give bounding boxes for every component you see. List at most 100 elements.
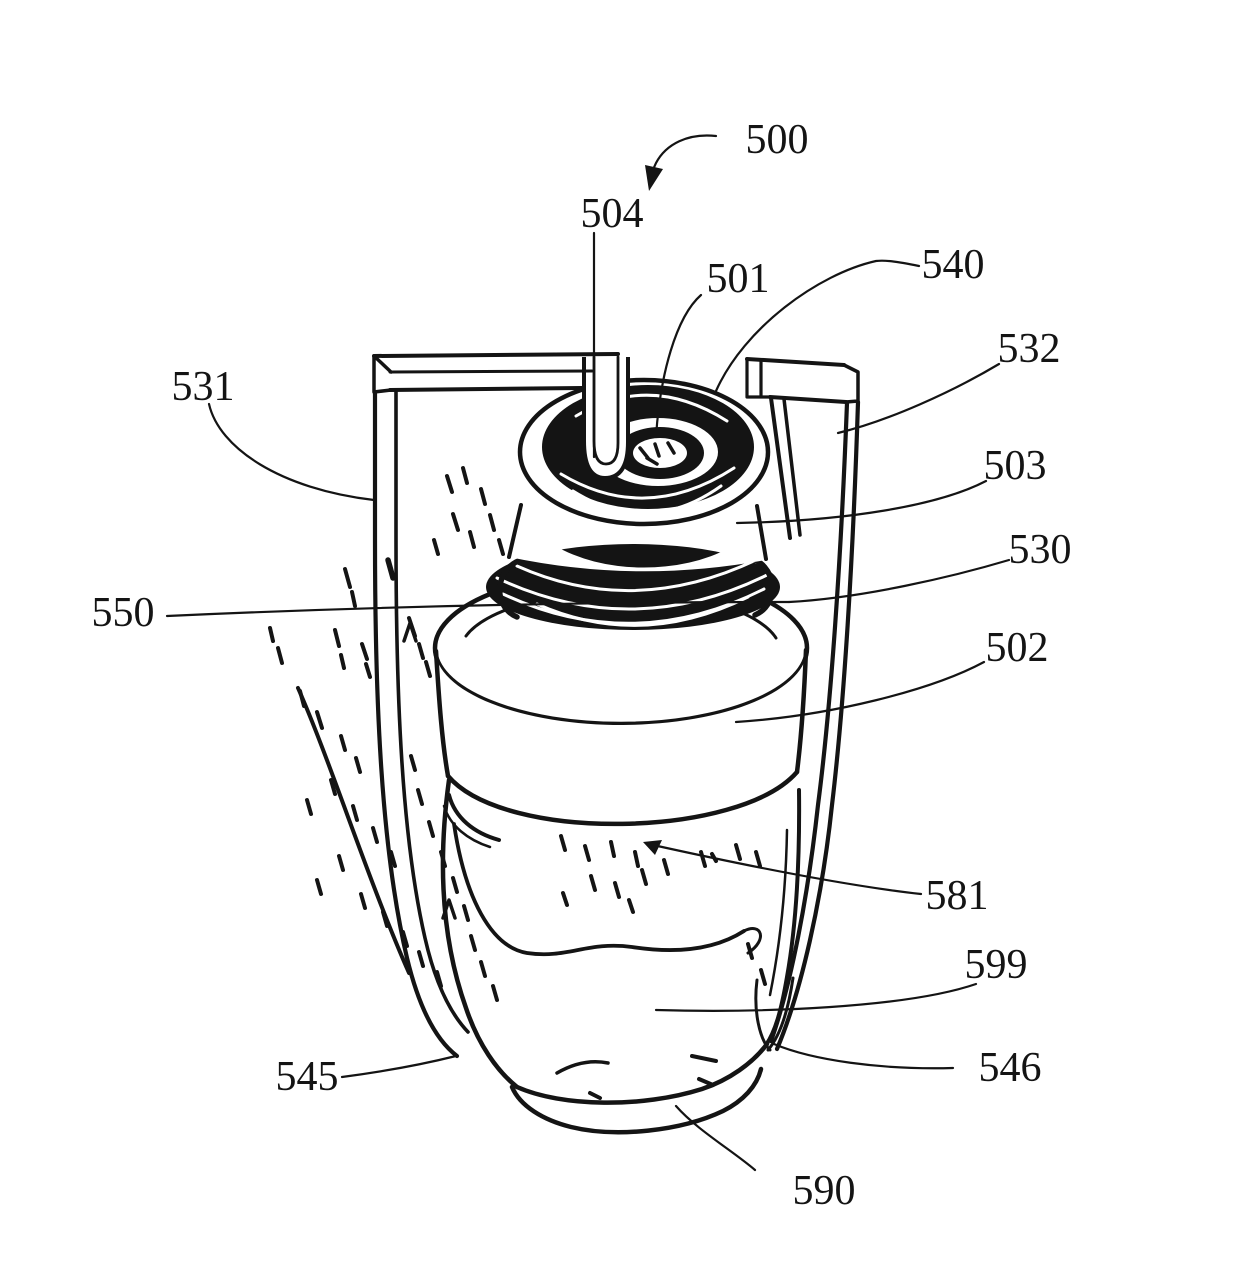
ref-label-532: 532 [998,326,1061,372]
stipple-mark [298,689,306,708]
stipple-mark [445,474,454,494]
left-rim-top-edge [372,352,620,358]
bulb-right-edge-2 [768,828,789,997]
left-wall-outer-line [372,389,460,1059]
inner-post-right-line [782,397,802,537]
stipple-mark [451,512,460,532]
cup-coil-assembly [507,377,771,572]
stipple-mark [354,756,362,774]
leader-532 [836,362,1001,435]
coil-turn-highlight [571,484,723,515]
stipple-mark [497,538,505,556]
stipple-mark [488,513,496,532]
stipple-mark [640,868,648,886]
stipple-mark [389,850,397,868]
thread-line [495,572,771,611]
ref-label-590: 590 [793,1168,856,1214]
flange-front-face [433,647,809,827]
stipple-mark [417,642,425,660]
right-rim-end-cap [842,363,860,404]
stipple-mark [479,960,487,978]
left-rim-end-cap [372,354,393,394]
ref-label-504: 504 [581,191,644,237]
leader-546 [772,1042,955,1070]
stipple-mark [315,710,324,730]
stipple-mark [268,626,275,643]
stipple-mark [417,950,425,968]
ref-label-530: 530 [1009,527,1072,573]
ref-label-502: 502 [986,625,1049,671]
stipple-mark [734,843,742,861]
stipple-mark [451,876,459,894]
leader-531 [207,402,376,502]
stipple-mark [613,881,621,899]
stipple-mark [469,934,477,952]
flange-bottom-arc [445,769,800,827]
left-wall-inner-line [394,390,470,1034]
stipple-mark [432,538,440,556]
leader-503 [735,479,988,525]
leader-550 [165,600,791,618]
stipple-mark [401,930,409,948]
stipple-texture [268,466,767,1002]
foot-outline [509,1066,764,1135]
stipple-mark [699,850,707,868]
stipple-mark [424,660,432,678]
stipple-mark [754,850,762,868]
left-rim-mid-edge [388,369,594,374]
stipple-mark [468,530,476,549]
stipple-mark [439,850,447,868]
stipple-mark [409,754,417,772]
ref-label-503: 503 [984,443,1047,489]
right-wall-inner-line [768,400,850,1044]
stipple-mark [276,646,284,665]
leader-501 [654,293,703,439]
ref-label-531: 531 [172,364,235,410]
stipple-mark [461,466,469,485]
right-rim-bottom-edge [768,395,848,404]
leader-500 [648,134,718,184]
ref-label-550: 550 [92,590,155,636]
stipple-mark [333,628,341,648]
cup-side-right [755,504,768,561]
slot-outer [582,357,630,481]
stipple-mark [633,850,640,868]
stipple-mark [359,892,367,910]
shell-right-wall-532 [745,357,861,1052]
right-bottom-stroke [754,978,772,1052]
stipple-mark [350,590,357,608]
stipple-mark [360,642,369,661]
left-cone-line [296,686,411,975]
stipple-mark [427,820,435,838]
right-wall-outer-line [774,399,861,1052]
stipple-mark [337,854,345,872]
ref-label-500: 500 [746,117,809,163]
bulb-599 [440,777,802,1105]
leader-545 [340,1054,458,1079]
stipple-mark [559,834,567,852]
thread-line [535,595,750,627]
stipple-mark [371,826,379,844]
stipple-mark [435,970,443,988]
leader-530 [787,558,1011,604]
coil-turn-highlight [559,466,736,500]
stipple-mark [627,898,635,914]
foot-590 [509,1054,764,1135]
stipple-mark [351,804,359,822]
shell-left-wall-531 [296,352,620,1059]
stipple-mark [441,898,457,920]
ref-label-545: 545 [276,1054,339,1100]
bulb-left-edge [440,777,520,1090]
bulb-interior-wavy-line [452,822,746,957]
right-rim-top-edge [745,357,846,367]
ref-label-546: 546 [979,1045,1042,1091]
stipple-mark [364,662,372,679]
stipple-mark [462,904,470,922]
right-rim-notch [745,357,772,399]
stipple-mark [662,858,670,876]
ref-label-581: 581 [926,873,989,919]
coil-inner-ring [616,427,704,479]
cup-rim-ellipse [517,377,771,527]
